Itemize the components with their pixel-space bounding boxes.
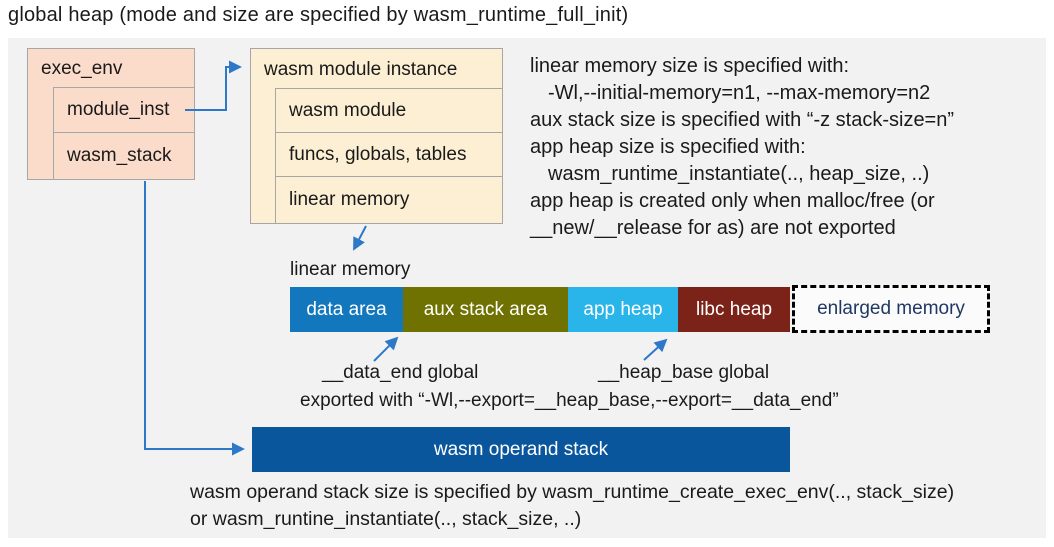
note-line: linear memory size is specified with:: [530, 55, 849, 77]
operand-stack-notes: wasm operand stack size is specified by …: [190, 479, 1050, 533]
funcs-globals-tables-field: funcs, globals, tables: [275, 132, 503, 177]
note-line: app heap is created only when malloc/fre…: [530, 190, 935, 212]
note-line: aux stack size is specified with “-z sta…: [530, 109, 955, 131]
exec-env-label: exec_env: [41, 57, 123, 79]
wasm-operand-stack-bar: wasm operand stack: [252, 427, 790, 472]
module-instance-label: wasm module instance: [264, 58, 458, 80]
data-end-global-label: __data_end global: [322, 362, 479, 383]
memory-size-notes: linear memory size is specified with: -W…: [530, 53, 1035, 242]
page-title: global heap (mode and size are specified…: [8, 4, 629, 26]
module-inst-field: module_inst: [53, 87, 195, 133]
app-heap-segment: app heap: [568, 287, 678, 332]
enlarged-memory-segment: enlarged memory: [792, 285, 990, 333]
note-line: __new/__release for as) are not exported: [530, 217, 896, 239]
data-area-segment: data area: [290, 287, 403, 332]
linear-memory-bar-label: linear memory: [290, 259, 411, 280]
note-line: wasm_runtime_instantiate(.., heap_size, …: [548, 163, 930, 185]
note-line: -Wl,--initial-memory=n1, --max-memory=n2: [548, 82, 931, 104]
wasm-module-field: wasm module: [275, 88, 503, 133]
wasm-stack-field: wasm_stack: [53, 132, 195, 180]
note-line: wasm operand stack size is specified by …: [190, 481, 955, 503]
heap-base-global-label: __heap_base global: [598, 362, 770, 383]
linear-memory-bar: data area aux stack area app heap libc h…: [290, 287, 790, 332]
note-line: app heap size is specified with:: [530, 136, 806, 158]
note-line: or wasm_runtine_instantiate(.., stack_si…: [190, 508, 582, 530]
libc-heap-segment: libc heap: [678, 287, 790, 332]
export-note: exported with “-Wl,--export=__heap_base,…: [300, 390, 839, 411]
linear-memory-field: linear memory: [275, 176, 503, 224]
aux-stack-area-segment: aux stack area: [403, 287, 568, 332]
